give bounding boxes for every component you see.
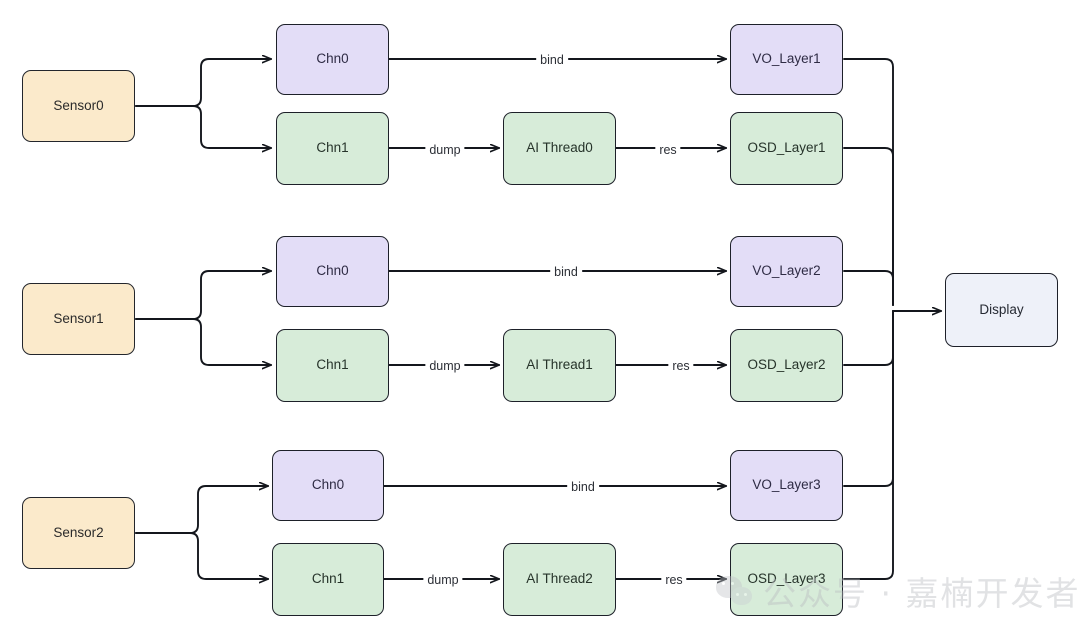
edge-label-res-1: res bbox=[655, 143, 681, 157]
node-ai-thread1-label: AI Thread1 bbox=[526, 357, 593, 373]
node-sensor2-label: Sensor2 bbox=[53, 524, 104, 540]
node-row2-chn1[interactable]: Chn1 bbox=[276, 329, 389, 402]
node-vo-layer3-label: VO_Layer3 bbox=[752, 477, 821, 493]
edge-label-dump-1: dump bbox=[425, 143, 465, 157]
node-osd-layer1[interactable]: OSD_Layer1 bbox=[730, 112, 843, 185]
edge-label-bind-1: bind bbox=[536, 53, 568, 67]
node-sensor1-label: Sensor1 bbox=[53, 310, 104, 326]
node-row2-chn0-label: Chn0 bbox=[316, 263, 349, 279]
edge-label-bind-3: bind bbox=[567, 480, 599, 494]
node-vo-layer3[interactable]: VO_Layer3 bbox=[730, 450, 843, 521]
node-row3-chn0[interactable]: Chn0 bbox=[272, 450, 384, 521]
node-osd-layer1-label: OSD_Layer1 bbox=[747, 140, 826, 156]
node-sensor2[interactable]: Sensor2 bbox=[22, 497, 135, 569]
edge-label-res-2: res bbox=[668, 359, 694, 373]
edge-label-dump-2: dump bbox=[425, 359, 465, 373]
node-ai-thread2[interactable]: AI Thread2 bbox=[503, 543, 616, 616]
edge-label-res-3: res bbox=[661, 573, 687, 587]
node-row3-chn0-label: Chn0 bbox=[311, 477, 345, 493]
node-osd-layer3[interactable]: OSD_Layer3 bbox=[730, 543, 843, 616]
node-ai-thread0-label: AI Thread0 bbox=[526, 140, 593, 156]
node-osd-layer2-label: OSD_Layer2 bbox=[747, 357, 826, 373]
node-ai-thread2-label: AI Thread2 bbox=[526, 571, 593, 587]
node-vo-layer1[interactable]: VO_Layer1 bbox=[730, 24, 843, 95]
edge-label-dump-3: dump bbox=[423, 573, 463, 587]
node-row1-chn1[interactable]: Chn1 bbox=[276, 112, 389, 185]
node-row3-chn1-label: Chn1 bbox=[311, 571, 345, 587]
node-display[interactable]: Display bbox=[945, 273, 1058, 347]
node-sensor0[interactable]: Sensor0 bbox=[22, 70, 135, 142]
node-display-label: Display bbox=[979, 301, 1024, 317]
node-osd-layer3-label: OSD_Layer3 bbox=[747, 571, 826, 587]
node-ai-thread1[interactable]: AI Thread1 bbox=[503, 329, 616, 402]
node-osd-layer2[interactable]: OSD_Layer2 bbox=[730, 329, 843, 402]
node-ai-thread0[interactable]: AI Thread0 bbox=[503, 112, 616, 185]
edge-label-bind-2: bind bbox=[550, 265, 582, 279]
node-row2-chn0[interactable]: Chn0 bbox=[276, 236, 389, 307]
node-row1-chn1-label: Chn1 bbox=[316, 140, 349, 156]
node-row2-chn1-label: Chn1 bbox=[316, 357, 349, 373]
node-sensor1[interactable]: Sensor1 bbox=[22, 283, 135, 355]
node-sensor0-label: Sensor0 bbox=[53, 97, 104, 113]
node-row1-chn0-label: Chn0 bbox=[316, 51, 349, 67]
node-vo-layer1-label: VO_Layer1 bbox=[752, 51, 821, 67]
node-vo-layer2-label: VO_Layer2 bbox=[752, 263, 821, 279]
node-vo-layer2[interactable]: VO_Layer2 bbox=[730, 236, 843, 307]
node-row3-chn1[interactable]: Chn1 bbox=[272, 543, 384, 616]
node-row1-chn0[interactable]: Chn0 bbox=[276, 24, 389, 95]
